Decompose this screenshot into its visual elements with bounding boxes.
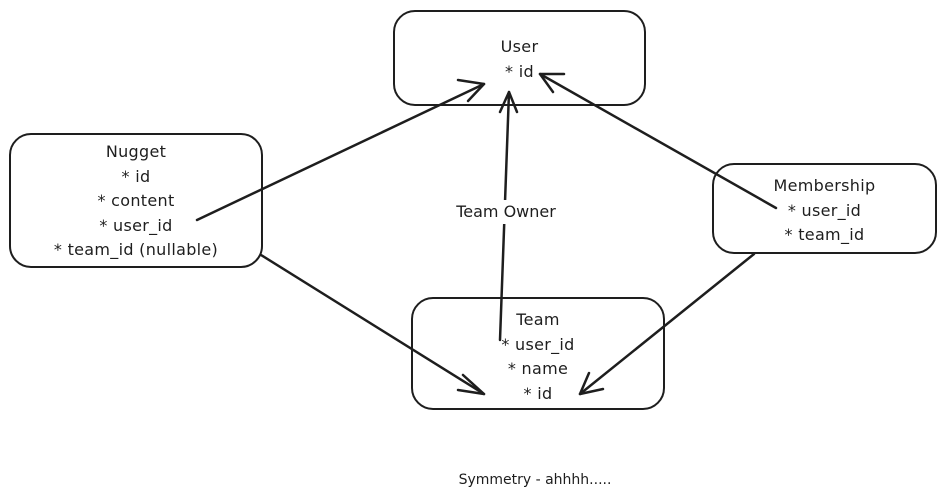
entity-nugget-text: Nugget * id * content * user_id * team_i… (9, 141, 263, 264)
entity-team-field-name: * name (507, 359, 569, 378)
entity-user (393, 10, 646, 106)
entity-team-title: Team (516, 310, 560, 329)
relationship-membership-team-arrowhead (578, 371, 605, 396)
entity-membership-title: Membership (773, 176, 876, 195)
relationship-membership-team-line (578, 252, 756, 396)
entity-user-text: User * id (393, 36, 646, 85)
entity-nugget (9, 133, 263, 268)
relationship-membership-user-arrowhead (538, 72, 566, 94)
entity-membership (712, 163, 937, 254)
relationship-nugget-team-line (259, 253, 486, 396)
entity-nugget-field-user-id: * user_id (99, 215, 173, 235)
relationship-membership-user-line (538, 72, 778, 210)
entity-nugget-field-content: * content (97, 191, 175, 210)
entity-team-text: Team * user_id * name * id (411, 309, 665, 407)
relationship-nugget-team-arrowhead (456, 373, 486, 396)
entity-membership-field-user-id: * user_id (787, 200, 862, 220)
entity-membership-field-team-id: * team_id (784, 225, 865, 244)
entity-team (411, 297, 665, 410)
entity-nugget-title: Nugget (105, 142, 167, 161)
entity-nugget-field-team-id: * team_id (nullable) (53, 240, 219, 259)
entity-team-field-id: * id (523, 383, 553, 403)
entity-user-field-id: * id (505, 61, 534, 81)
relationship-label-team-owner: Team Owner (440, 200, 572, 224)
entity-membership-text: Membership * user_id * team_id (712, 175, 937, 249)
diagram-caption: Symmetry - ahhhh..... (458, 472, 612, 488)
entity-nugget-field-id: * id (121, 166, 151, 186)
entity-user-title: User (500, 37, 539, 56)
entity-team-field-user-id: * user_id (501, 334, 575, 354)
relationship-nugget-user-arrowhead (456, 78, 486, 103)
relationship-nugget-user-line (195, 82, 486, 222)
